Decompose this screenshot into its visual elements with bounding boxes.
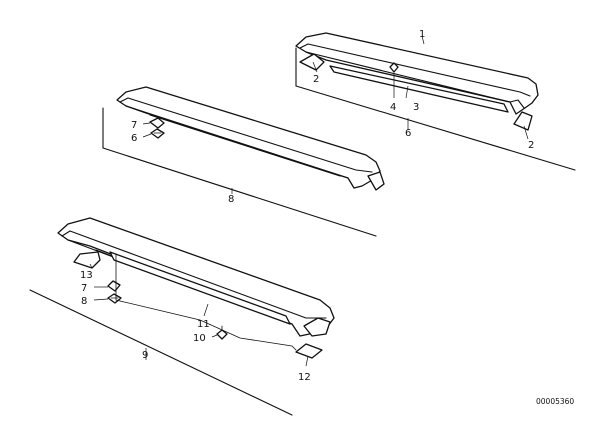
screw-part-10 <box>216 325 228 340</box>
kit-bracket-8 <box>102 107 377 237</box>
spoiler-gasket-top <box>329 65 509 113</box>
clip-part-7-bottom <box>107 280 121 292</box>
callout-8: 8 <box>228 194 234 205</box>
clip-part-7-middle <box>149 117 165 129</box>
callout-7-bottom: 7 <box>81 283 87 294</box>
callout-12: 12 <box>298 372 311 383</box>
spoiler-gasket-bottom <box>109 251 291 325</box>
callout-2-left: 2 <box>313 74 319 85</box>
callout-6-middle: 6 <box>131 133 137 144</box>
cap-part-12 <box>295 343 323 359</box>
callout-6: 6 <box>405 128 411 139</box>
callout-9: 9 <box>142 350 148 361</box>
pad-part-13 <box>73 251 101 269</box>
callout-2-right: 2 <box>528 140 534 151</box>
callout-11: 11 <box>197 319 210 330</box>
callout-13: 13 <box>80 270 93 281</box>
kit-bracket-6 <box>295 47 576 171</box>
bracket-left-top <box>299 53 325 71</box>
callout-4: 4 <box>390 102 396 113</box>
reference-number: 00005360 <box>536 397 574 406</box>
callout-1: 1 <box>419 29 425 40</box>
leader-lines <box>89 35 529 367</box>
rear-spoiler-top <box>295 32 539 115</box>
nut-part-8-bottom <box>107 293 122 304</box>
callout-7-middle: 7 <box>131 120 137 131</box>
callout-10: 10 <box>193 333 206 344</box>
kit-bracket-9 <box>29 253 297 416</box>
callout-8-bottom: 8 <box>81 296 87 307</box>
rear-spoiler-middle <box>116 86 385 191</box>
end-cap-right-top <box>513 111 533 131</box>
rear-spoiler-bottom <box>57 217 335 337</box>
grommet-top <box>389 62 399 73</box>
nut-part-8-middle <box>150 128 165 139</box>
callout-3: 3 <box>413 102 419 113</box>
